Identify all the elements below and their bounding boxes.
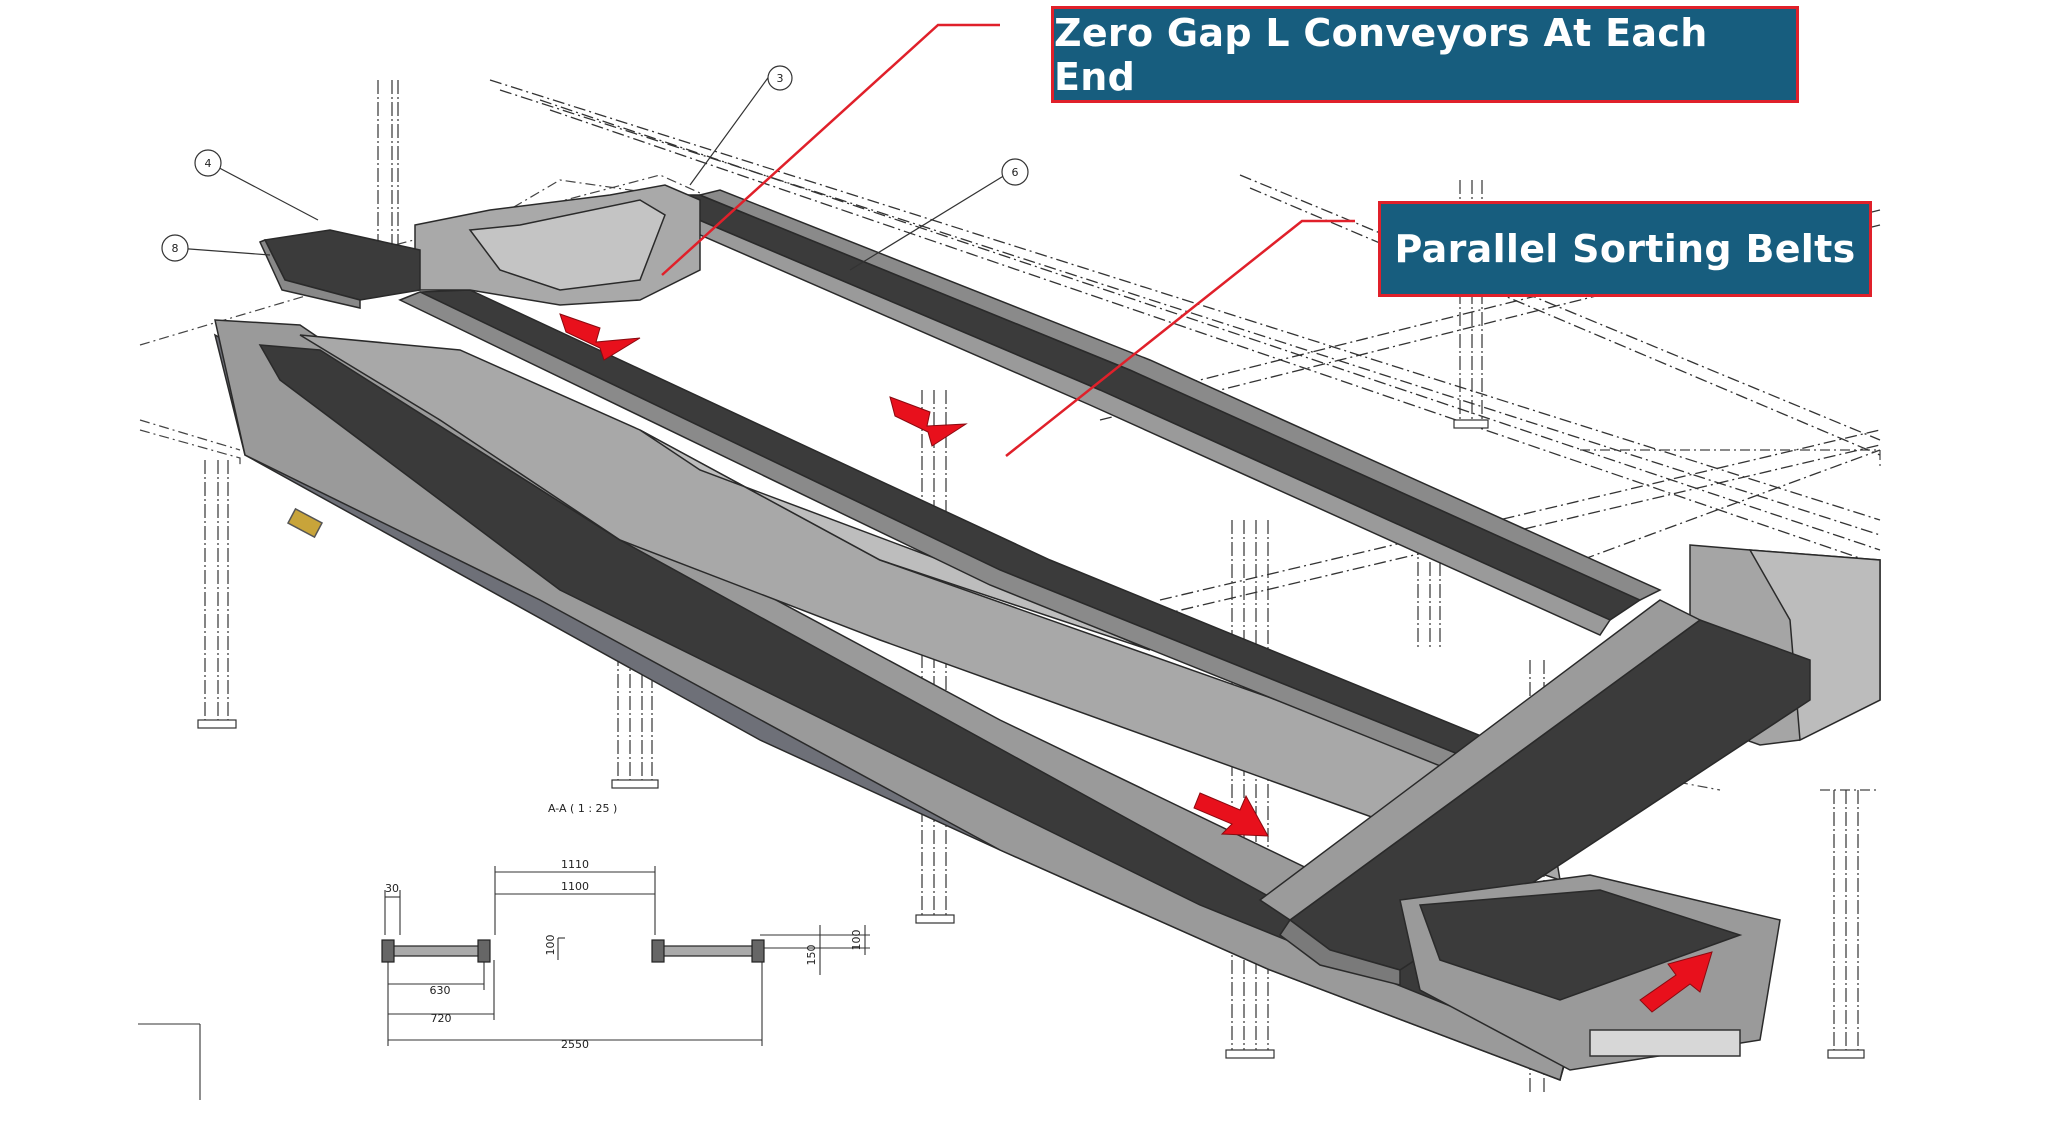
callout-parallel-sorting-belts: Parallel Sorting Belts [1378, 201, 1872, 297]
leader-parallel-belts [1005, 219, 1355, 457]
section-rail-right [659, 945, 757, 957]
column-footings [197, 419, 1865, 1059]
dim-1110: 1110 [561, 858, 589, 871]
callout-zero-gap-text: Zero Gap L Conveyors At Each End [1054, 10, 1708, 99]
zero-gap-l-conveyor-left [258, 184, 701, 539]
dim-720: 720 [431, 1012, 452, 1025]
callout-zero-gap-l-conveyors: Zero Gap L Conveyors At Each End [1051, 6, 1799, 103]
flow-arrow-upper-belt [889, 396, 968, 447]
dim-2550: 2550 [561, 1038, 589, 1051]
parallel-sorting-belts [398, 189, 1662, 791]
part-refs [161, 65, 1029, 271]
part-ref-3 [767, 65, 793, 91]
part-ref-8-label: 8 [172, 242, 179, 255]
part-ref-4-label: 4 [205, 157, 212, 170]
flow-arrow-left-end [559, 313, 641, 361]
upper-belt-frame [697, 189, 1662, 601]
dim-100-b: 100 [850, 930, 863, 951]
part-ref-8 [161, 234, 189, 262]
part-ref-6-label: 6 [1012, 166, 1019, 179]
leader-zero-gap [661, 23, 1000, 276]
zero-gap-l-conveyor-right [1258, 544, 1881, 1071]
right-end-cross-belt-side [1278, 918, 1401, 986]
part-ref-4 [194, 149, 222, 177]
dim-1100: 1100 [561, 880, 589, 893]
dim-630: 630 [430, 984, 451, 997]
callout-leaders [661, 23, 1355, 457]
left-end-hopper-inner [468, 199, 666, 291]
flow-arrows [559, 313, 1713, 1013]
right-end-hopper-face [1748, 549, 1881, 742]
part-ref-6 [1001, 158, 1029, 186]
part-ref-3-label: 3 [777, 72, 784, 85]
section-a-a: A-A ( 1 : 25 ) [138, 802, 870, 1100]
callout-parallel-belts-text: Parallel Sorting Belts [1394, 227, 1856, 271]
left-end-l-frame [258, 239, 361, 309]
dim-150: 150 [805, 945, 818, 966]
dim-30: 30 [385, 882, 399, 895]
overhead-rails [489, 79, 1881, 616]
flow-arrow-main-belt [1193, 792, 1269, 837]
discharge-chute-belt [1418, 889, 1743, 1001]
main-conveyor [213, 319, 1581, 1082]
right-end-cross-belt-frame [1258, 599, 1702, 921]
section-rail-left [387, 945, 485, 957]
flow-arrow-discharge [1639, 951, 1713, 1013]
section-label: A-A ( 1 : 25 ) [548, 802, 617, 815]
dim-100-a: 100 [544, 935, 557, 956]
